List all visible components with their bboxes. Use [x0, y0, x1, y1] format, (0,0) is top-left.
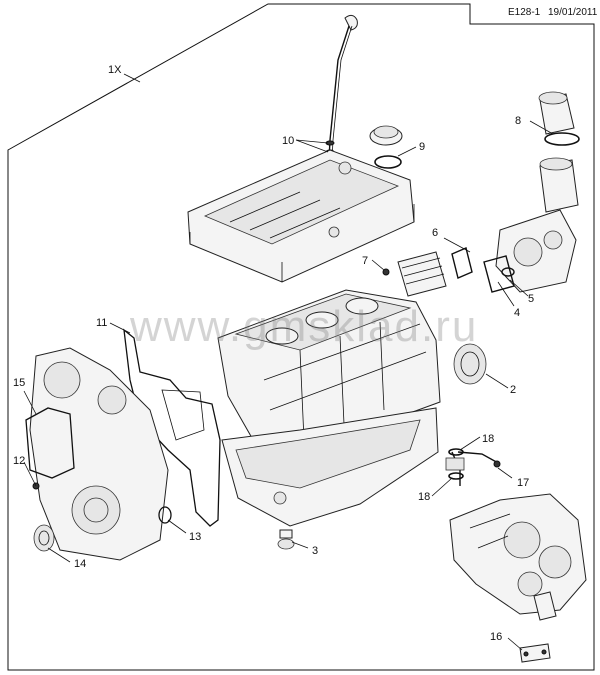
- callout-18-upper: 18: [482, 433, 494, 445]
- callout-14: 14: [74, 558, 86, 570]
- callout-15: 15: [13, 377, 25, 389]
- oil-cooler: [382, 247, 473, 297]
- callout-4: 4: [514, 307, 520, 319]
- drain-plug: [277, 529, 295, 550]
- callout-13: 13: [189, 531, 201, 543]
- oil-filter-housing: [483, 209, 577, 293]
- callout-5: 5: [528, 293, 534, 305]
- seal-ring-13: [158, 506, 172, 524]
- rear-main-seal: [453, 343, 487, 385]
- oil-feed-pipe: [445, 448, 501, 486]
- callout-16: 16: [490, 631, 502, 643]
- assembly-frame: [7, 3, 595, 671]
- bracket-16: [519, 643, 551, 663]
- callout-labels: 10 9 8 6 7 5 4 2 11 15 12 14 13 3 18 18 …: [13, 115, 534, 643]
- turbocharger: [449, 493, 587, 621]
- callout-2: 2: [510, 384, 516, 396]
- oil-filter-cap: [538, 91, 580, 213]
- leader-lines: [23, 120, 554, 651]
- engine-block: [217, 289, 441, 449]
- callout-17: 17: [517, 477, 529, 489]
- diagram-date: 19/01/2011: [548, 7, 598, 18]
- callout-3: 3: [312, 545, 318, 557]
- callout-8: 8: [515, 115, 521, 127]
- oil-filler-cap: [369, 125, 403, 169]
- callout-11: 11: [96, 317, 107, 329]
- callout-9: 9: [419, 141, 425, 153]
- callout-6: 6: [432, 227, 438, 239]
- callout-12: 12: [13, 455, 25, 467]
- callout-10: 10: [282, 135, 294, 147]
- callout-18-lower: 18: [418, 491, 430, 503]
- timing-cover: [25, 347, 169, 561]
- oil-pan: [221, 407, 439, 527]
- valve-cover: [187, 149, 415, 283]
- assembly-label: 1X: [108, 64, 122, 76]
- callout-7: 7: [362, 255, 368, 267]
- watermark: www.gmsklad.ru: [130, 302, 479, 351]
- diagram-code: E128-1: [508, 7, 541, 18]
- crankshaft-seal: [33, 524, 55, 552]
